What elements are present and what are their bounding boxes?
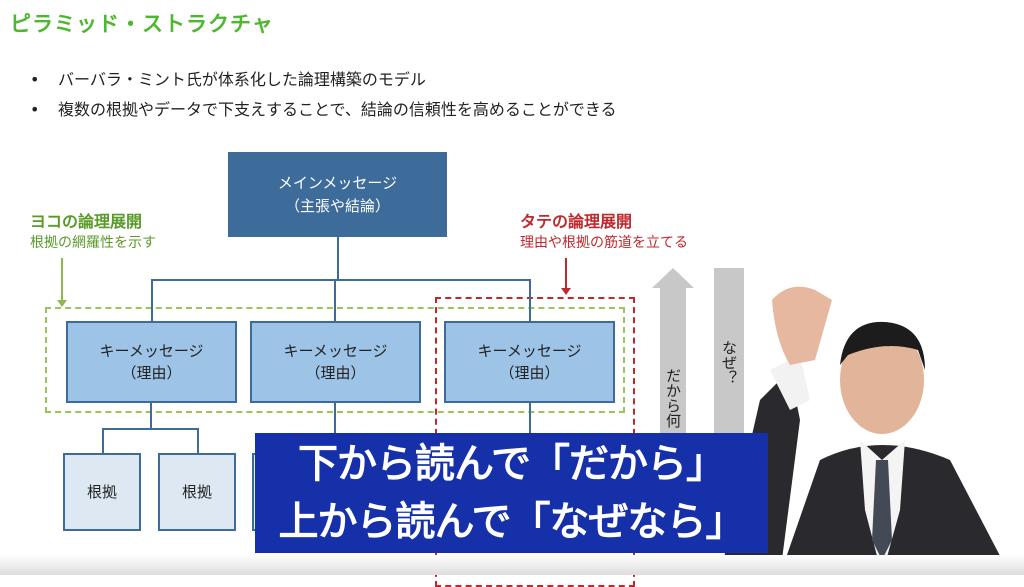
- arrow-up-label: だから何: [664, 368, 682, 428]
- connector: [197, 428, 199, 453]
- evidence-label: 根拠: [181, 482, 212, 501]
- connector: [337, 237, 339, 280]
- subtitle-caption: 下から読んで「だから」 上から読んで「なぜなら」: [255, 433, 768, 553]
- main-message-box: メインメッセージ （主張や結論）: [228, 152, 447, 237]
- bullet-item: • 複数の根拠やデータで下支えすることで、結論の信頼性を高めることができる: [30, 96, 617, 120]
- evidence-label: 根拠: [86, 482, 117, 501]
- connector: [151, 279, 153, 321]
- bottom-shadow: [0, 555, 1024, 575]
- connector: [102, 428, 199, 430]
- vertical-logic-label: タテの論理展開 理由や根拠の筋道を立てる: [520, 208, 688, 252]
- connector: [150, 403, 152, 429]
- connector: [529, 279, 531, 321]
- arrow-down-icon: [61, 258, 63, 302]
- key-message-label: キーメッセージ: [283, 341, 388, 360]
- connector: [334, 279, 336, 321]
- arrow-head-icon: [57, 300, 67, 307]
- key-message-label: キーメッセージ: [99, 341, 204, 360]
- evidence-box: 根拠: [158, 453, 236, 531]
- key-message-sub: （理由）: [121, 364, 182, 382]
- bullet-text: 複数の根拠やデータで下支えすることで、結論の信頼性を高めることができる: [58, 100, 617, 119]
- horizontal-logic-sub: 根拠の網羅性を示す: [30, 235, 156, 251]
- bullet-dot: •: [30, 100, 40, 119]
- key-message-box: キーメッセージ （理由）: [444, 321, 615, 403]
- connector: [334, 403, 336, 433]
- bullet-dot: •: [30, 70, 40, 89]
- up-arrow-shaft: [660, 287, 686, 447]
- caption-line-1: 下から読んで「だから」: [298, 441, 726, 487]
- slide-title: ピラミッド・ストラクチャ: [10, 12, 274, 36]
- connector: [102, 428, 104, 453]
- key-message-label: キーメッセージ: [477, 341, 582, 360]
- arrow-head-icon: [561, 288, 571, 295]
- key-message-sub: （理由）: [305, 364, 366, 382]
- arrow-down-icon: [565, 258, 567, 290]
- bullet-item: • バーバラ・ミント氏が体系化した論理構築のモデル: [30, 66, 426, 90]
- bullet-text: バーバラ・ミント氏が体系化した論理構築のモデル: [58, 70, 426, 89]
- horizontal-logic-label: ヨコの論理展開 根拠の網羅性を示す: [30, 208, 156, 252]
- main-message-label: メインメッセージ: [277, 174, 398, 192]
- connector: [529, 403, 531, 433]
- key-message-box: キーメッセージ （理由）: [250, 321, 421, 403]
- key-message-box: キーメッセージ （理由）: [66, 321, 237, 403]
- vertical-logic-heading: タテの論理展開: [520, 212, 633, 231]
- connector: [151, 279, 531, 281]
- evidence-box: 根拠: [63, 453, 141, 531]
- horizontal-logic-heading: ヨコの論理展開: [30, 212, 143, 231]
- vertical-logic-sub: 理由や根拠の筋道を立てる: [520, 235, 688, 251]
- main-message-sub: （主張や結論）: [284, 196, 390, 215]
- key-message-sub: （理由）: [499, 364, 560, 382]
- caption-line-2: 上から読んで「なぜなら」: [278, 499, 746, 545]
- arrow-up-icon: [652, 268, 694, 288]
- down-arrow-shaft: [714, 268, 744, 448]
- arrow-down-label: なぜ？: [720, 340, 738, 385]
